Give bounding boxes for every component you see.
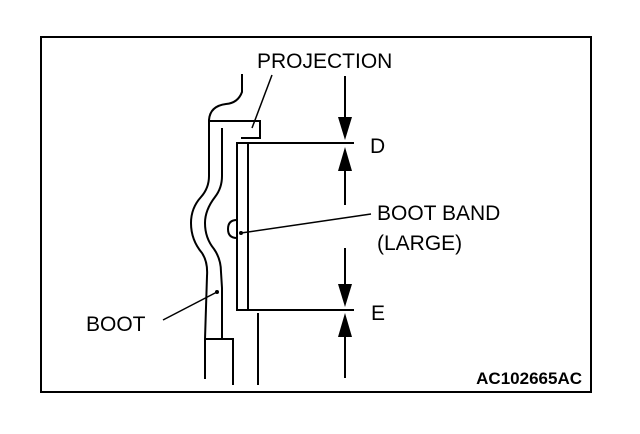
projection-label: PROJECTION	[257, 50, 392, 73]
boot-inner-line	[203, 128, 223, 339]
dim-e-label: E	[371, 302, 385, 325]
dim-e-arrowhead-down	[338, 284, 352, 307]
boot-band-size-label: (LARGE)	[377, 232, 462, 255]
boot-band	[236, 142, 248, 311]
dim-d-arrowhead-down	[338, 117, 352, 140]
dim-d-label: D	[370, 135, 385, 158]
boot-leader-dot	[215, 290, 219, 294]
dim-d-arrowhead-up	[338, 147, 352, 171]
boot-leader	[162, 291, 218, 321]
boot-band-label: BOOT BAND	[377, 202, 500, 225]
dim-e-arrowhead-up	[338, 313, 352, 337]
boot-outline	[189, 74, 243, 379]
boot-band-lug	[226, 219, 238, 239]
projection-tab	[209, 120, 261, 139]
boot-band-leader-dot	[239, 231, 243, 235]
boot-label: BOOT	[86, 313, 146, 336]
projection-leader	[251, 74, 273, 129]
figure-frame	[40, 36, 592, 393]
figure-code: AC102665AC	[476, 369, 582, 388]
boot-band-leader	[240, 213, 372, 234]
housing-profile	[205, 313, 259, 385]
